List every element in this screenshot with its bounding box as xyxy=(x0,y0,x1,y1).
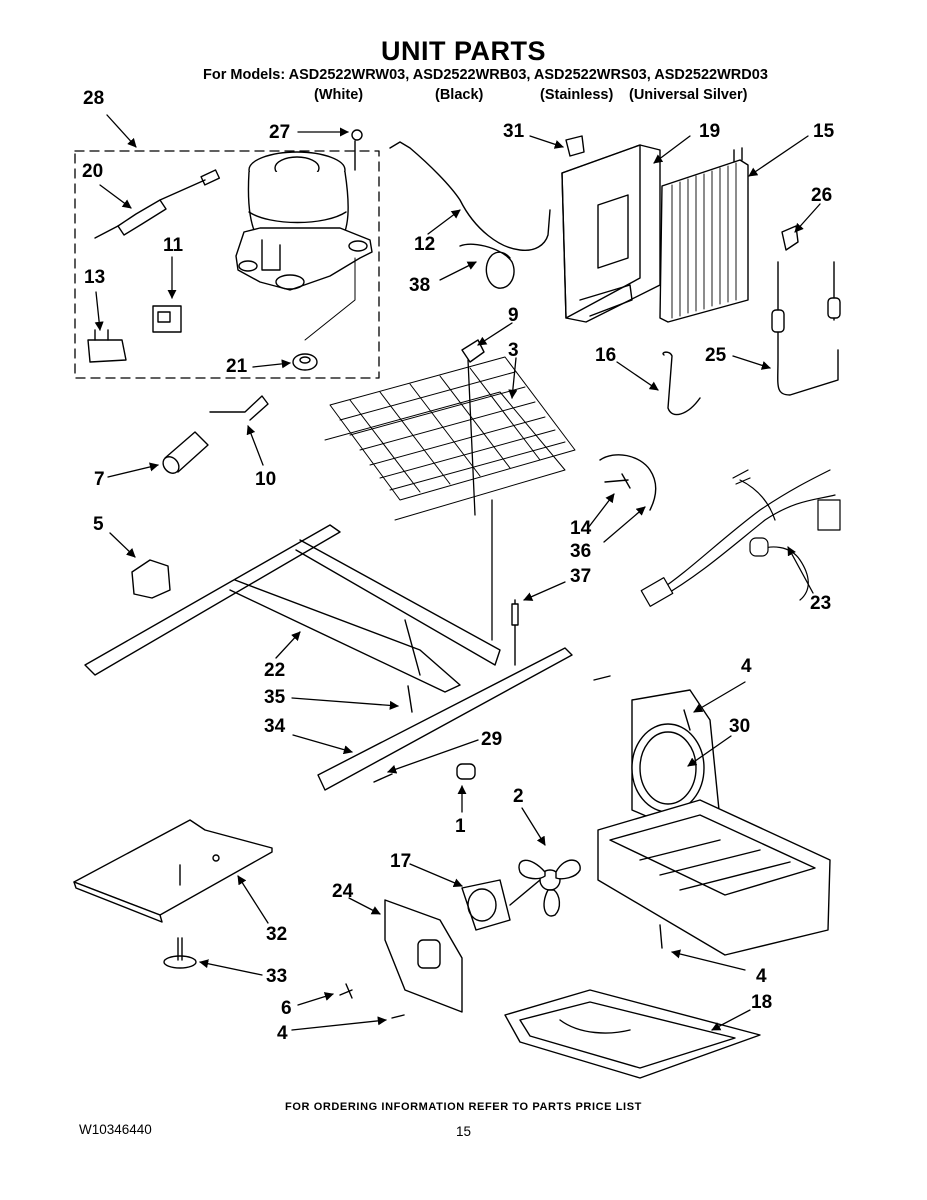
loop-tube xyxy=(459,243,515,289)
variant-white: (White) xyxy=(314,87,364,103)
bumper xyxy=(131,559,171,599)
leader-lines xyxy=(94,114,821,1031)
start-relay xyxy=(152,305,182,333)
compressor-group-box xyxy=(74,150,380,379)
callout-21: 21 xyxy=(226,356,248,377)
callout-26: 26 xyxy=(811,185,833,206)
callout-19: 19 xyxy=(699,121,721,142)
callout-28: 28 xyxy=(83,88,105,109)
screw-4-right xyxy=(659,924,663,949)
filter-drier xyxy=(94,169,221,239)
document-number: W10346440 xyxy=(79,1122,152,1137)
callout-27: 27 xyxy=(269,122,291,143)
callout-38: 38 xyxy=(409,275,431,296)
callout-13: 13 xyxy=(84,267,106,288)
discharge-tube xyxy=(389,141,551,252)
callout-14: 14 xyxy=(570,518,592,539)
condenser-fan-blade xyxy=(518,859,581,917)
overload xyxy=(87,339,127,363)
drain-hook xyxy=(662,351,701,416)
motor-bracket xyxy=(384,899,463,1013)
leveling-leg xyxy=(163,937,197,969)
page-title: UNIT PARTS xyxy=(381,36,546,66)
callout-12: 12 xyxy=(414,234,436,255)
callout-25: 25 xyxy=(705,345,727,366)
drain-cover xyxy=(73,819,273,923)
callout-30: 30 xyxy=(729,716,751,737)
screw-4-top xyxy=(683,709,691,731)
evaporator-cover xyxy=(561,144,661,323)
callout-37: 37 xyxy=(570,566,592,587)
front-rail xyxy=(317,647,573,791)
callout-20: 20 xyxy=(82,161,104,182)
callout-7: 7 xyxy=(94,469,105,490)
fan-motor xyxy=(461,879,541,931)
frame-rails xyxy=(84,524,501,693)
callout-1: 1 xyxy=(455,816,466,837)
ordering-note: FOR ORDERING INFORMATION REFER TO PARTS … xyxy=(285,1101,642,1113)
callout-24: 24 xyxy=(332,881,354,902)
callout-35: 35 xyxy=(264,687,286,708)
drain-pan xyxy=(504,989,761,1079)
screw-29-a xyxy=(593,675,611,681)
callout-4-top: 4 xyxy=(741,656,752,677)
callout-4-right: 4 xyxy=(756,966,767,987)
variant-black: (Black) xyxy=(435,87,484,103)
screw-35 xyxy=(407,685,413,713)
condenser-coil xyxy=(324,356,576,641)
condenser-clip xyxy=(461,339,485,363)
callout-15: 15 xyxy=(813,121,835,142)
fan-shroud xyxy=(631,689,721,836)
callout-32: 32 xyxy=(266,924,288,945)
clip xyxy=(565,135,585,157)
heat-exchanger xyxy=(777,261,839,396)
start-relay-face xyxy=(157,311,171,323)
screw-6 xyxy=(339,983,353,999)
screw-4-bottom xyxy=(391,1014,405,1019)
wire-clip xyxy=(209,395,269,421)
foam-cylinder xyxy=(162,431,209,474)
screw-29-b xyxy=(373,773,393,783)
callout-22: 22 xyxy=(264,660,286,681)
compressor xyxy=(235,129,373,291)
wire-bracket xyxy=(599,454,657,511)
page-number: 15 xyxy=(456,1124,472,1139)
wire-harness xyxy=(640,469,841,607)
variant-stainless: (Stainless) xyxy=(540,87,614,103)
callout-23: 23 xyxy=(810,593,832,614)
bushing xyxy=(456,763,476,780)
callout-29: 29 xyxy=(481,729,503,750)
callout-2: 2 xyxy=(513,786,524,807)
callout-9: 9 xyxy=(508,305,519,326)
grommet xyxy=(292,353,318,371)
callout-5: 5 xyxy=(93,514,104,535)
screw-14 xyxy=(604,473,631,489)
base-plate xyxy=(597,799,831,956)
callout-34: 34 xyxy=(264,716,286,737)
callout-16: 16 xyxy=(595,345,617,366)
callout-36: 36 xyxy=(570,541,592,562)
callout-10: 10 xyxy=(255,469,277,490)
models-line: For Models: ASD2522WRW03, ASD2522WRB03, … xyxy=(203,67,768,83)
callout-33: 33 xyxy=(266,966,288,987)
callout-31: 31 xyxy=(503,121,525,142)
variant-universal-silver: (Universal Silver) xyxy=(629,87,748,103)
callout-11: 11 xyxy=(163,235,184,256)
callout-17: 17 xyxy=(390,851,412,872)
callout-3: 3 xyxy=(508,340,519,361)
tubing-clamp xyxy=(781,225,799,251)
callout-6: 6 xyxy=(281,998,292,1019)
evaporator-coil xyxy=(659,147,749,323)
callout-18: 18 xyxy=(751,992,773,1013)
callout-4-bottom: 4 xyxy=(277,1023,288,1044)
